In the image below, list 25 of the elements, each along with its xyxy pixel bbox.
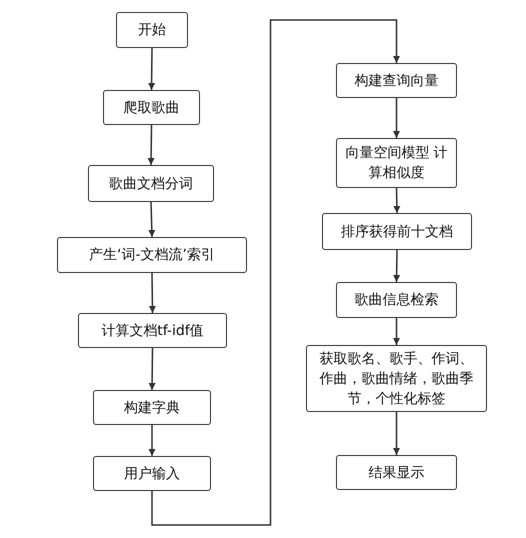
arrow	[148, 272, 156, 314]
arrow	[151, 19, 400, 526]
arrow	[148, 202, 156, 238]
arrow	[393, 98, 400, 138]
arrow	[393, 250, 400, 282]
arrow	[148, 425, 156, 456]
process-box: 获取歌名、歌手、作词、作曲，歌曲情绪，歌曲季节，个性化标签	[306, 345, 487, 412]
arrow	[393, 318, 400, 345]
process-box: 结果显示	[336, 455, 457, 490]
arrow	[393, 188, 400, 214]
process-box: 用户输入	[93, 456, 211, 491]
arrow	[148, 48, 156, 90]
process-box: 产生‘词-文档流’索引	[57, 237, 247, 273]
process-box: 歌曲信息检索	[336, 282, 457, 318]
arrow	[393, 412, 400, 455]
process-box: 歌曲文档分词	[88, 165, 214, 202]
process-box: 构建查询向量	[336, 63, 457, 98]
process-box: 排序获得前十文档	[322, 213, 472, 250]
arrow	[148, 348, 156, 390]
process-box: 构建字典	[93, 390, 211, 425]
arrow	[148, 124, 155, 166]
process-box: 爬取歌曲	[103, 90, 200, 125]
process-box: 计算文档tf-idf值	[78, 313, 227, 348]
process-box: 开始	[116, 12, 188, 48]
process-box: 向量空间模型 计算相似度	[336, 138, 457, 188]
